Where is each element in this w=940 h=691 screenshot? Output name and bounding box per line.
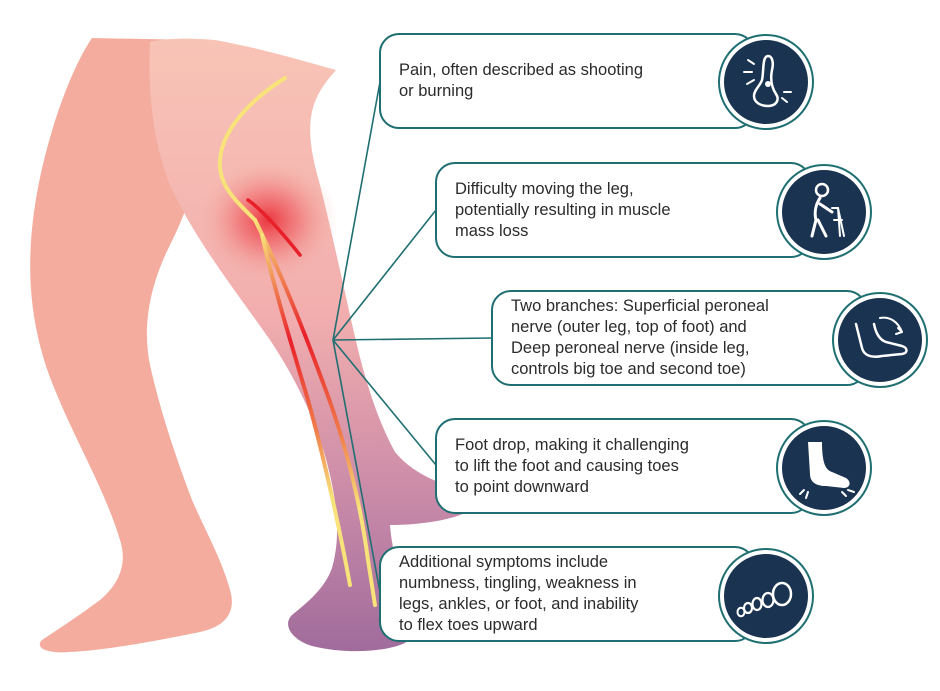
toes-icon: [720, 550, 812, 642]
shooting-pain-foot-icon: [720, 36, 812, 128]
callout-branches: Two branches: Superficial peroneal nerve…: [491, 290, 867, 386]
callout-additional-symptoms: Additional symptoms include numbness, ti…: [379, 546, 755, 642]
connector-lines: [332, 81, 493, 593]
superficial-peroneal-nerve: [260, 233, 352, 587]
callout-mobility: Difficulty moving the leg, potentially r…: [435, 162, 811, 258]
callout-additional-symptoms-text: Additional symptoms include numbness, ti…: [399, 553, 639, 634]
deep-peroneal-nerve: [253, 218, 377, 607]
callout-pain-text: Pain, often described as shooting or bur…: [399, 61, 643, 100]
callout-mobility-text: Difficulty moving the leg, potentially r…: [455, 179, 671, 240]
common-peroneal-nerve: [217, 76, 287, 222]
person-with-walker-icon: [778, 166, 870, 258]
callout-foot-drop-text: Foot drop, making it challenging to lift…: [455, 435, 689, 496]
nerve-branch-short: [246, 198, 302, 257]
callout-branches-text: Two branches: Superficial peroneal nerve…: [511, 297, 769, 378]
callout-pain: Pain, often described as shooting or bur…: [379, 33, 755, 129]
foot-drop-icon: [778, 422, 870, 514]
foot-flexion-icon: [834, 294, 926, 386]
callout-foot-drop: Foot drop, making it challenging to lift…: [435, 418, 811, 514]
